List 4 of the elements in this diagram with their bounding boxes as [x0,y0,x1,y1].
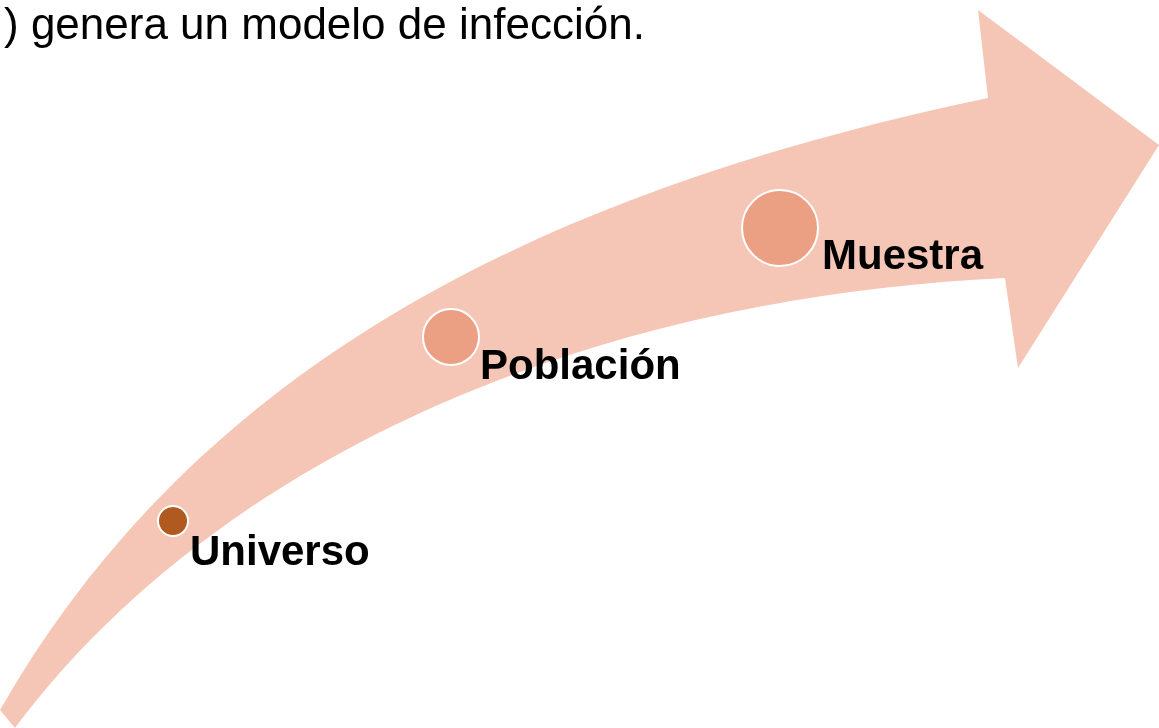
stage-label: Muestra [822,234,984,276]
stage-label: Población [480,344,681,386]
stage-label: Universo [190,530,370,572]
heading-text: ) genera un modelo de infección. [4,2,645,46]
